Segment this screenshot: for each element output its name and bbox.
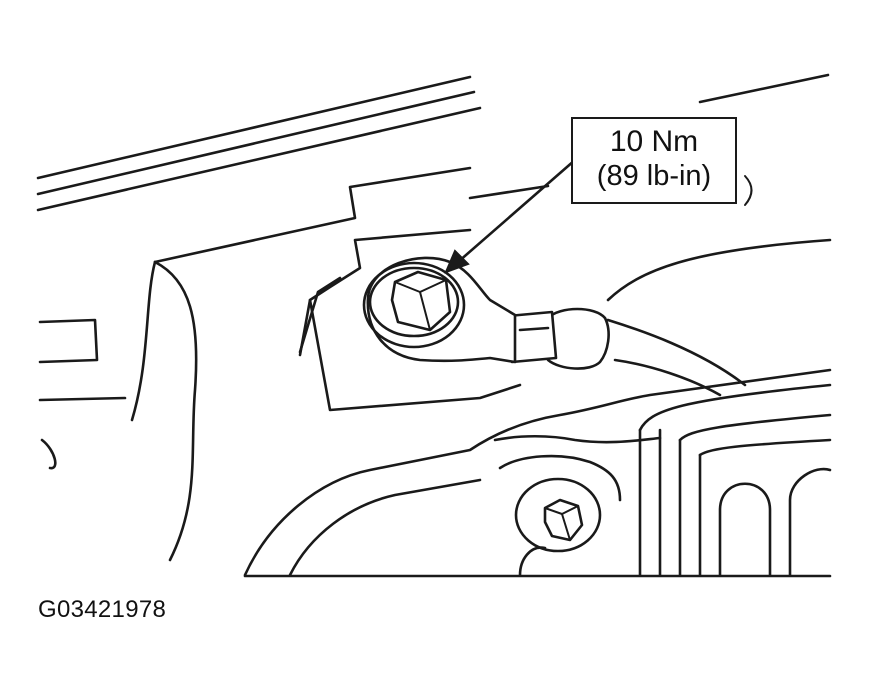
ground-strap-cable (506, 238, 832, 397)
torque-imperial-label: (89 lb-in) (596, 160, 712, 192)
torque-metric-label: 10 Nm (609, 125, 699, 158)
ground-bolt (390, 270, 452, 332)
cover-bolt (514, 477, 602, 553)
upper-body-panel-lines (36, 73, 830, 212)
housing-outline (38, 166, 472, 562)
callout-leader-arrow (444, 158, 577, 274)
lower-cover (243, 368, 832, 577)
torque-callout-box: 10 Nm (89 lb-in) (571, 117, 737, 204)
ground-bracket (298, 228, 522, 412)
figure-id-label: G03421978 (38, 596, 167, 623)
